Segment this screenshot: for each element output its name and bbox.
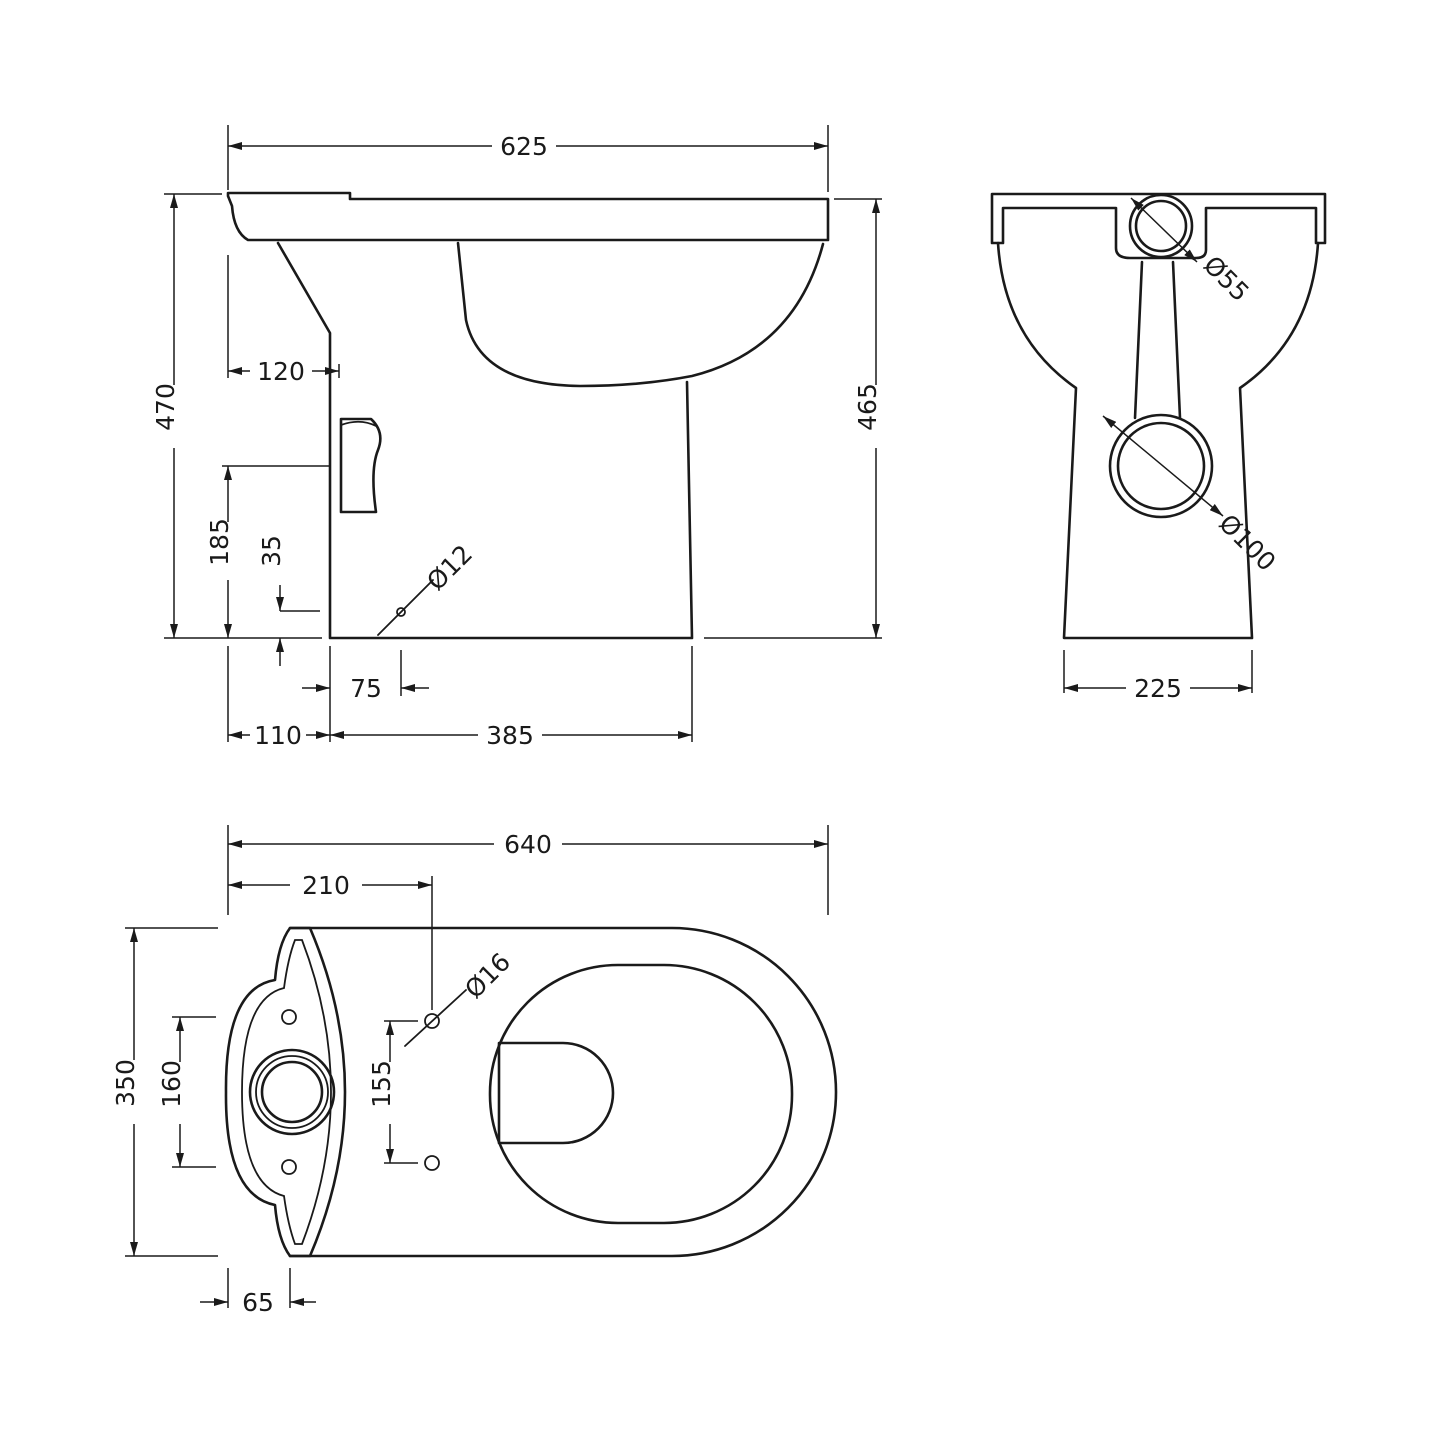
dim-side-overall-height: 470 bbox=[151, 383, 180, 431]
plan-fixing-hole-top bbox=[424, 1013, 440, 1029]
dim-side-inlet-height: 185 bbox=[205, 518, 234, 566]
plan-cistern-hole-bottom bbox=[281, 1159, 297, 1175]
front-body bbox=[996, 241, 1320, 640]
dim-side-inlet-offset: 120 bbox=[257, 357, 305, 386]
dim-plan-overall-width: 350 bbox=[111, 1059, 140, 1107]
front-elevation bbox=[990, 192, 1327, 640]
dim-side-fixing-hole: Ø12 bbox=[421, 539, 478, 596]
dim-side-fixing-offset: 75 bbox=[350, 674, 382, 703]
side-fixing-leader bbox=[377, 579, 434, 636]
plan-cistern-hole-top bbox=[281, 1009, 297, 1025]
front-outlet-outer bbox=[1108, 413, 1214, 519]
side-bowl bbox=[456, 241, 825, 388]
plan-cistern-outer bbox=[224, 926, 347, 1258]
dim-side-overall-width: 625 bbox=[500, 132, 548, 161]
side-pan-outline bbox=[226, 191, 830, 242]
dim-plan-cistern-span: 160 bbox=[157, 1060, 186, 1108]
side-inlet-connector bbox=[339, 417, 382, 514]
dim-plan-hole-offset: 210 bbox=[302, 871, 350, 900]
dimension-lines bbox=[130, 142, 1252, 1306]
front-pedestal-web bbox=[1133, 260, 1182, 420]
dim-side-rear-projection: 110 bbox=[254, 721, 302, 750]
extension-lines bbox=[125, 125, 1253, 1308]
front-outlet-inner bbox=[1116, 421, 1206, 511]
side-connector-seam bbox=[340, 420, 377, 427]
plan-seat-outer bbox=[488, 963, 794, 1225]
dim-front-base-width: 225 bbox=[1134, 674, 1182, 703]
dim-plan-overall-length: 640 bbox=[504, 830, 552, 859]
dim-side-base-length: 385 bbox=[486, 721, 534, 750]
dim-front-inlet: Ø55 bbox=[1198, 250, 1255, 307]
front-rim bbox=[990, 192, 1327, 260]
plan-view bbox=[224, 926, 838, 1258]
dim-side-fixing-height: 35 bbox=[257, 535, 286, 567]
plan-outline bbox=[288, 926, 838, 1258]
front-outlet-leader bbox=[1102, 415, 1224, 517]
plan-hole-leader bbox=[404, 989, 467, 1047]
plan-outlet-inner bbox=[260, 1060, 324, 1124]
dim-plan-hole-spacing: 155 bbox=[367, 1060, 396, 1108]
plan-bowl-opening bbox=[497, 1041, 615, 1145]
plan-outlet-mid bbox=[255, 1055, 329, 1129]
plan-cistern-inner bbox=[241, 939, 332, 1245]
side-pan-rear bbox=[276, 241, 694, 640]
dimension-labels: 625 470 465 120 185 35 Ø12 75 110 385 Ø5… bbox=[111, 132, 1281, 1317]
dim-plan-hole: Ø16 bbox=[459, 947, 516, 1004]
plan-fixing-hole-bottom bbox=[424, 1155, 440, 1171]
side-elevation bbox=[226, 191, 830, 640]
side-fixing-hole bbox=[396, 607, 406, 617]
plan-outlet-outer bbox=[248, 1048, 336, 1136]
front-inlet-leader bbox=[1130, 197, 1198, 263]
dim-plan-cistern-depth: 65 bbox=[242, 1288, 274, 1317]
dim-side-body-height: 465 bbox=[853, 383, 882, 431]
